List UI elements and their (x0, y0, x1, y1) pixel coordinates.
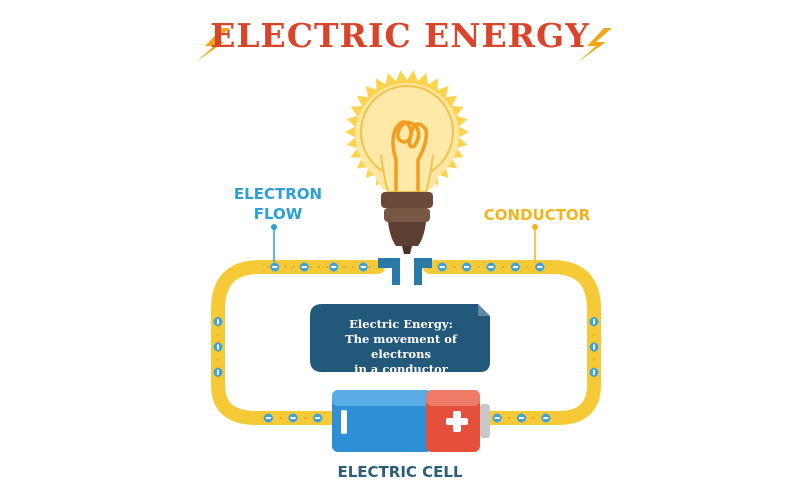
electron-icon (288, 413, 298, 423)
electron-icon (589, 317, 599, 327)
electron-icon (329, 262, 339, 272)
electron-icon (486, 262, 496, 272)
info-box-line3: in a conductor (354, 362, 448, 376)
info-box-text: Electric Energy: The movement of electro… (316, 317, 486, 377)
electron-icon (492, 413, 502, 423)
electron-icon (358, 262, 368, 272)
electron-icon (517, 413, 526, 423)
page-title: ELECTRIC ENERGY (210, 16, 590, 55)
lightning-bolt-icon-left (196, 28, 230, 62)
electron-icon (313, 413, 323, 423)
battery-negative-symbol (341, 410, 347, 434)
battery-positive-symbol-v (453, 411, 461, 432)
electron-icon (437, 262, 447, 272)
electron-icon (510, 262, 520, 272)
info-box (310, 304, 490, 372)
electron-flow-label-line1: ELECTRON (233, 185, 323, 203)
info-box-line1: Electric Energy: (349, 317, 453, 331)
electric-cell-label: ELECTRIC CELL (337, 463, 463, 481)
electron-flow-pointer (271, 224, 277, 262)
battery-icon (332, 390, 490, 452)
electron-icon (462, 262, 472, 272)
electron-icon (535, 262, 545, 272)
electron-icon (589, 342, 599, 352)
electron-icon (299, 262, 309, 272)
lightning-bolt-icon-right (578, 28, 612, 62)
electron-icon (213, 317, 223, 327)
electron-flow-label: ELECTRON FLOW (228, 184, 328, 224)
electron-icon (213, 367, 223, 377)
conductor-label: CONDUCTOR (483, 206, 591, 224)
conductor-pointer (532, 224, 538, 262)
electron-icon (213, 342, 223, 352)
electron-icon (589, 367, 599, 377)
electron-group (213, 262, 599, 423)
electron-icon (263, 413, 273, 423)
electron-flow-label-line2: FLOW (253, 205, 303, 223)
info-box-line2: The movement of electrons (345, 332, 457, 361)
light-bulb-icon (345, 70, 469, 285)
electron-icon (541, 413, 551, 423)
electron-icon (270, 262, 280, 272)
